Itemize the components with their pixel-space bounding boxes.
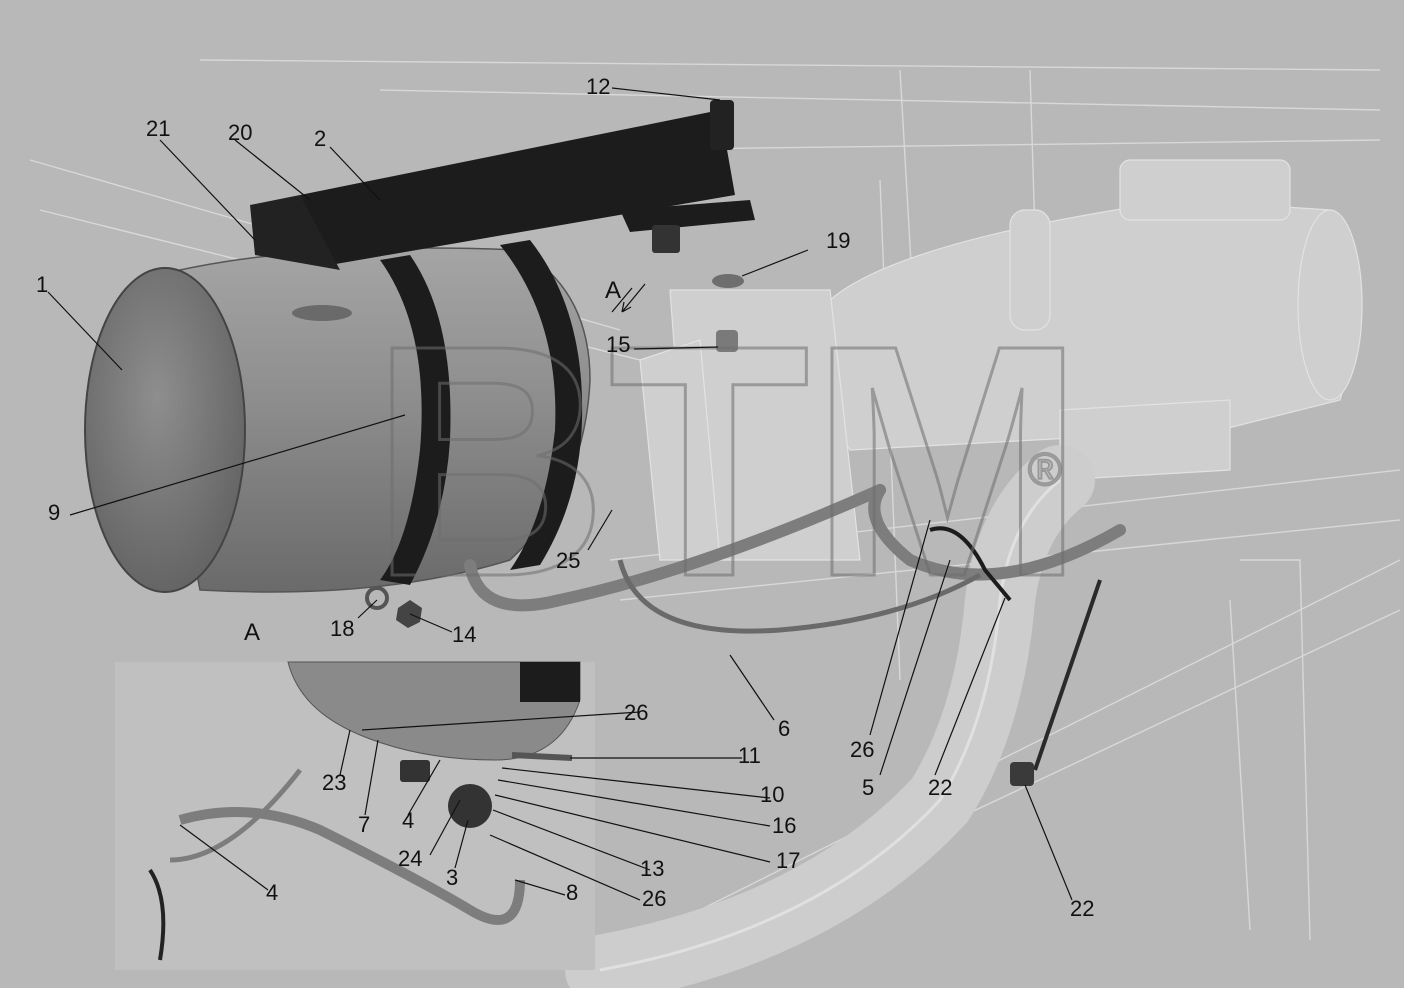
callout-12: 12 — [586, 74, 610, 99]
ghost-exhaust-pipe — [565, 445, 1095, 988]
callout-10: 10 — [760, 782, 784, 807]
callout-22-right: 22 — [928, 775, 952, 800]
trademark-symbol: ® — [1028, 443, 1062, 495]
inset-view-a — [115, 661, 595, 970]
callout-15: 15 — [606, 332, 630, 357]
callout-19: 19 — [826, 228, 850, 253]
callout-5: 5 — [862, 775, 874, 800]
heater-unit — [84, 247, 591, 593]
callout-4-inset-top: 4 — [402, 808, 414, 833]
callout-1: 1 — [36, 272, 48, 297]
ghost-heater-right — [818, 159, 1363, 481]
clamp-bands — [380, 240, 583, 585]
callout-23: 23 — [322, 770, 346, 795]
callout-22-bottom: 22 — [1070, 896, 1094, 921]
washer-18 — [365, 586, 389, 610]
callout-20: 20 — [228, 120, 252, 145]
inset-view-label: A — [244, 619, 260, 646]
callout-7: 7 — [358, 812, 370, 837]
view-direction-label: A — [605, 277, 621, 304]
callout-3: 3 — [446, 865, 458, 890]
callout-17: 17 — [776, 848, 800, 873]
watermark-text: BTM — [370, 276, 1085, 645]
callout-21: 21 — [146, 116, 170, 141]
callout-26-right: 26 — [850, 737, 874, 762]
callout-labels: 1 2 3 4 4 5 6 7 8 9 10 11 12 13 14 15 16… — [36, 74, 1094, 921]
callout-6: 6 — [778, 716, 790, 741]
callout-26-inset-bottom: 26 — [642, 886, 666, 911]
callout-4-inset-left: 4 — [266, 880, 278, 905]
callout-18: 18 — [330, 616, 354, 641]
callout-25: 25 — [556, 548, 580, 573]
callout-24: 24 — [398, 846, 422, 871]
callout-16: 16 — [772, 813, 796, 838]
leader-lines — [47, 87, 1073, 901]
callout-2: 2 — [314, 126, 326, 151]
callout-13: 13 — [640, 856, 664, 881]
watermark: BTM ® — [369, 275, 1087, 647]
callout-14: 14 — [452, 622, 476, 647]
view-direction-arrow — [621, 283, 646, 313]
callout-11: 11 — [738, 743, 761, 768]
mounting-bracket — [250, 100, 755, 270]
ghost-tank — [639, 289, 861, 561]
hoses-main — [464, 484, 1126, 786]
nut-14 — [396, 600, 422, 628]
callout-26-inset-top: 26 — [624, 700, 648, 725]
bolt-15 — [716, 330, 738, 352]
callout-8: 8 — [566, 880, 578, 905]
callout-9: 9 — [48, 500, 60, 525]
washer-19 — [712, 274, 744, 288]
